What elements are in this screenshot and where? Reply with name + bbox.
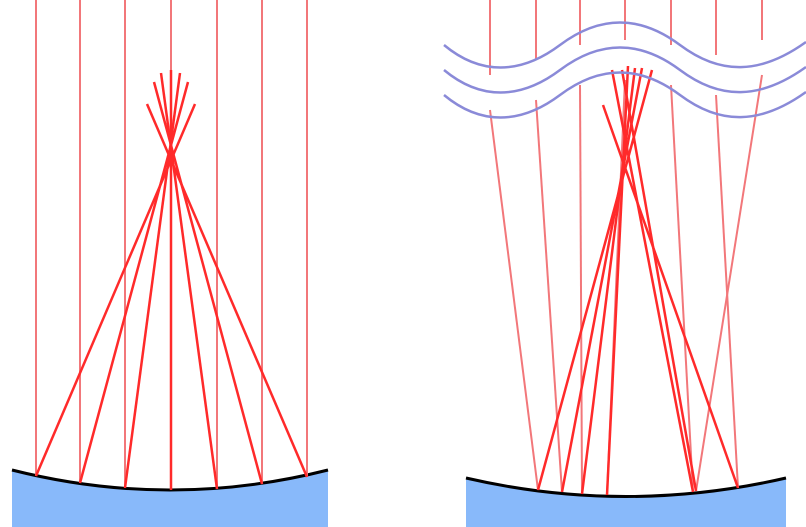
left-panel [11, 0, 329, 527]
right-reflected-ray [620, 69, 698, 492]
right-deflected-ray [695, 74, 763, 492]
right-deflected-ray [489, 109, 539, 491]
right-mirror-surface [465, 476, 787, 498]
right-reflected-ray [536, 69, 654, 491]
left-mirror-body [12, 470, 328, 527]
right-incoming-rays-upper [489, 0, 763, 75]
wavefront-line [443, 21, 806, 69]
wavefront-line [443, 71, 806, 119]
right-reflected-ray [560, 67, 644, 493]
right-reflected-ray [580, 67, 637, 495]
right-deflected-ray [670, 84, 694, 493]
right-deflected-ray [579, 84, 583, 495]
right-deflected-ray [535, 99, 563, 493]
wavefront-line [443, 46, 806, 94]
right-reflected-ray [601, 104, 740, 489]
right-reflected-rays [536, 65, 740, 496]
left-reflected-ray [152, 81, 264, 485]
left-reflected-ray [145, 103, 309, 478]
right-mirror-body [466, 478, 786, 527]
right-reflected-ray [610, 69, 695, 493]
wavefront-lines [443, 21, 806, 119]
left-reflected-rays [34, 70, 309, 490]
right-panel [443, 0, 806, 527]
